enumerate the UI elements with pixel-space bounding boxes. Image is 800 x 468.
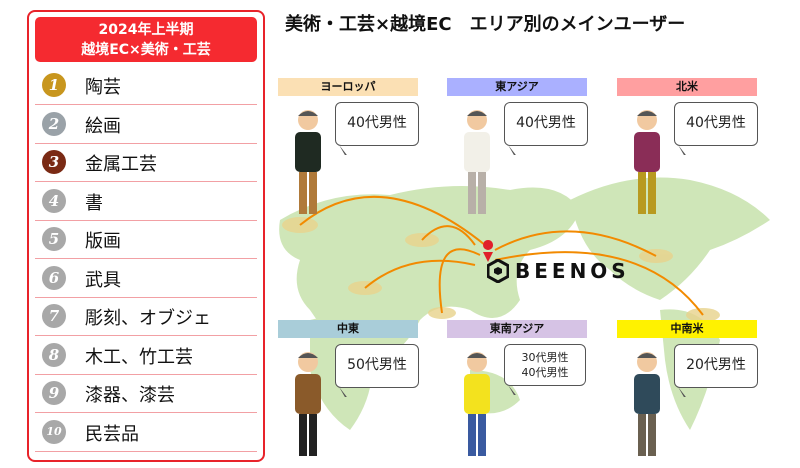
region-label: 中南米 xyxy=(617,320,757,338)
ranking-header: 2024年上半期 越境EC×美術・工芸 xyxy=(35,17,257,62)
medal-icon: 6 xyxy=(42,265,66,290)
ranking-item: 1 陶芸 xyxy=(35,67,257,105)
user-bubble: 40代男性 xyxy=(674,102,758,146)
medal-icon: 1 xyxy=(42,73,66,97)
ranking-item-label: 陶芸 xyxy=(85,77,121,98)
page-title: 美術・工芸×越境EC エリア別のメインユーザー xyxy=(285,14,686,35)
location-pin-icon xyxy=(483,240,494,262)
hexagon-logo-icon xyxy=(487,259,509,283)
user-bubble: 30代男性 40代男性 xyxy=(504,344,586,386)
ranking-item: 3 金属工芸 xyxy=(35,144,257,182)
ranking-item-label: 書 xyxy=(85,192,103,214)
beenos-logo: BEENOS xyxy=(487,259,630,283)
connection-arcs xyxy=(299,196,704,316)
person-illustration xyxy=(627,108,667,222)
ranking-header-category: 越境EC×美術・工芸 xyxy=(81,42,211,58)
person-illustration xyxy=(627,350,667,464)
region-label: 中東 xyxy=(278,320,418,338)
ranking-item: 9 漆器、漆芸 xyxy=(35,375,257,413)
ranking-item: 8 木工、竹工芸 xyxy=(35,337,257,375)
medal-icon: 2 xyxy=(42,111,66,136)
ranking-item-label: 金属工芸 xyxy=(85,154,157,175)
medal-icon: 10 xyxy=(42,419,66,444)
region-label: 東南アジア xyxy=(447,320,587,338)
ranking-item-label: 版画 xyxy=(85,231,121,252)
medal-icon: 5 xyxy=(42,227,66,251)
ranking-item-label: 絵画 xyxy=(85,115,121,137)
user-bubble: 40代男性 xyxy=(335,102,419,146)
logo-text: BEENOS xyxy=(515,259,630,283)
ranking-item-label: 民芸品 xyxy=(85,423,139,445)
ranking-item: 7 彫刻、オブジェ xyxy=(35,298,257,336)
user-bubble: 50代男性 xyxy=(335,344,419,388)
person-illustration xyxy=(457,108,497,222)
ranking-item-label: 漆器、漆芸 xyxy=(85,385,175,406)
user-bubble: 20代男性 xyxy=(674,344,758,388)
region-label: 東アジア xyxy=(447,78,587,96)
ranking-item: 10 民芸品 xyxy=(35,414,257,452)
ranking-item-label: 木工、竹工芸 xyxy=(85,346,193,368)
user-bubble: 40代男性 xyxy=(504,102,588,146)
ranking-item-label: 武具 xyxy=(85,269,121,291)
person-illustration xyxy=(288,350,328,464)
user-line: 40代男性 xyxy=(521,366,569,379)
medal-icon: 4 xyxy=(42,188,66,213)
user-line: 30代男性 xyxy=(521,351,569,364)
medal-icon: 3 xyxy=(42,150,66,174)
ranking-item: 2 絵画 xyxy=(35,106,257,144)
ranking-item-label: 彫刻、オブジェ xyxy=(85,308,211,329)
medal-icon: 7 xyxy=(42,304,66,328)
person-illustration xyxy=(457,350,497,464)
ranking-item: 5 版画 xyxy=(35,221,257,259)
person-illustration xyxy=(288,108,328,222)
north-america-landmass xyxy=(570,177,770,300)
ranking-item: 6 武具 xyxy=(35,260,257,298)
ranking-header-period: 2024年上半期 xyxy=(98,22,194,38)
medal-icon: 8 xyxy=(42,342,66,367)
region-label: 北米 xyxy=(617,78,757,96)
region-label: ヨーロッパ xyxy=(278,78,418,96)
medal-icon: 9 xyxy=(42,381,66,405)
